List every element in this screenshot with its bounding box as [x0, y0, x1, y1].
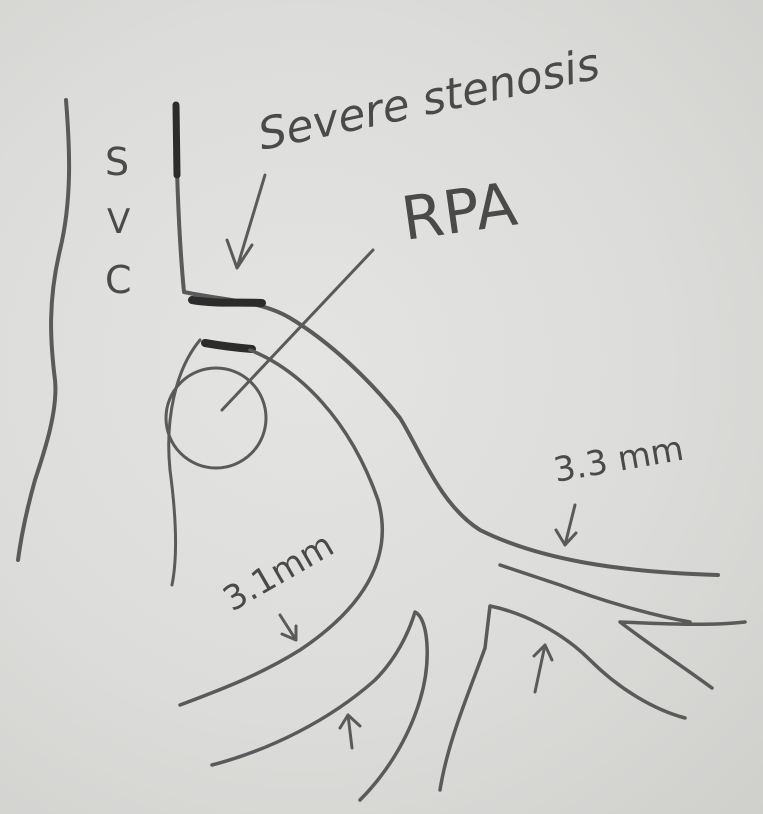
svc-letter-c: C	[105, 258, 132, 302]
stenosis-mark-upper	[192, 300, 262, 303]
right-branch-fork	[620, 622, 745, 688]
measure-arrow-upper-branch	[556, 505, 576, 545]
upper-wall-dark-top	[176, 105, 177, 175]
svc-letter-s: S	[105, 140, 129, 184]
up-arrow-lower-branch	[340, 715, 360, 748]
vessel-inner-wall	[180, 350, 382, 705]
svc-letter-v: V	[107, 202, 130, 242]
severe-stenosis-label: Severe stenosis	[254, 39, 604, 161]
vessel-cross-section-circle	[166, 368, 266, 468]
up-arrow-middle-branch	[534, 645, 552, 692]
stenosis-mark-lower	[205, 343, 252, 349]
measure-arrow-lower-branch	[280, 615, 296, 640]
middle-branch-wall	[440, 606, 685, 790]
lower-branch-bottom-wall	[212, 612, 427, 800]
measure-label-upper-branch: 3.3 mm	[551, 429, 687, 491]
vessel-upper-wall	[176, 105, 718, 575]
measure-label-lower-branch: 3.1mm	[217, 525, 341, 620]
rpa-pointer-line	[222, 250, 373, 410]
rpa-label: RPA	[397, 170, 521, 255]
stenosis-arrow	[227, 175, 265, 268]
svc-wall	[18, 100, 69, 560]
